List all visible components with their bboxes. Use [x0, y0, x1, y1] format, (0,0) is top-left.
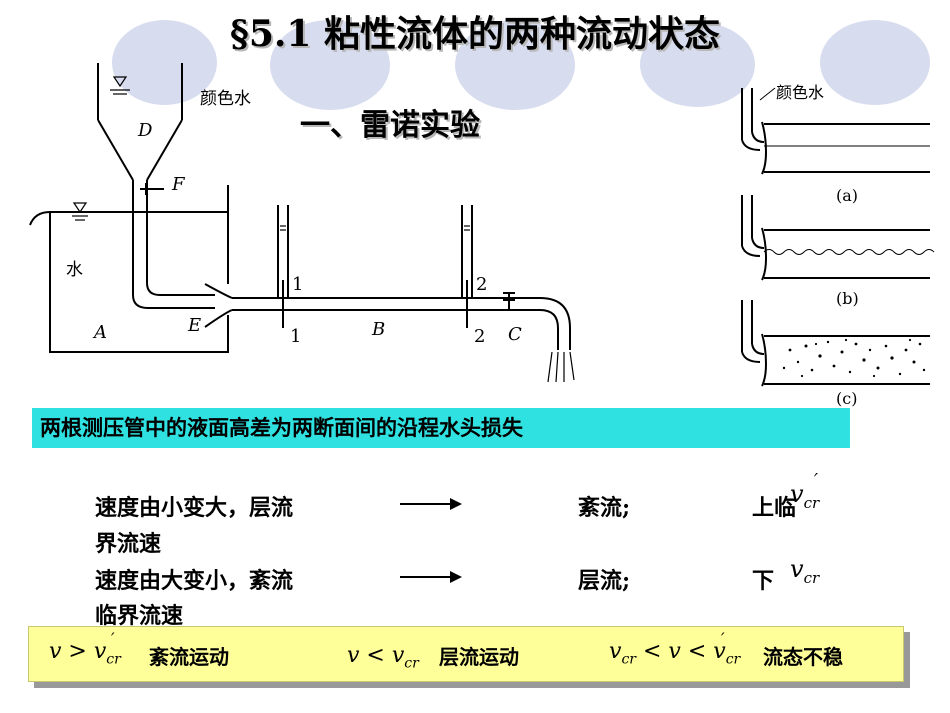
arrow-right-icon: [400, 571, 462, 583]
slide-title: §5.1 粘性流体的两种流动状态: [230, 13, 720, 55]
valve-c-label: C: [508, 324, 522, 345]
laminar-expr: v < v: [347, 643, 405, 668]
water-label: 水: [66, 260, 83, 280]
turbulent-condition: v > vcr ′: [49, 629, 121, 668]
turbulent-prime: ′: [111, 629, 115, 648]
tank-d-label: D: [137, 120, 153, 141]
transition-line-2-cont: 临界流速: [95, 603, 184, 629]
transition-prime: ′: [721, 629, 725, 648]
transition-line-1-cont: 界流速: [95, 531, 162, 557]
background-ellipse-5: [820, 20, 930, 105]
slide-subtitle: 一、雷诺实验: [300, 108, 480, 143]
pipe-b-label: B: [371, 319, 385, 340]
transition-expr-a: v: [609, 639, 622, 664]
laminar-cr: cr: [404, 655, 419, 672]
upper-critical-v: v: [790, 480, 804, 508]
transition-line-1-left: 速度由小变大，层流: [95, 495, 294, 521]
background-ellipse-4: [640, 22, 755, 107]
transition-line-2-left: 速度由大变小，紊流: [95, 568, 294, 594]
turbulent-label: 紊流运动: [149, 645, 229, 669]
lower-critical-cr: cr: [803, 568, 820, 587]
section-2-top-label: 2: [476, 274, 487, 295]
transition-label: 流态不稳: [763, 645, 843, 669]
background-ellipse-1: [112, 20, 217, 105]
laminar-label: 层流运动: [439, 645, 519, 669]
flow-condition-box: v > vcr ′ 紊流运动 v < vcr 层流运动 vcr < v < vc…: [28, 626, 904, 682]
figure-c-label: (c): [836, 389, 857, 408]
arrow-right-icon: [400, 498, 462, 510]
transition-cr-a: cr: [621, 651, 636, 668]
section-1-bottom-label: 1: [290, 326, 301, 347]
laminar-condition: v < vcr: [347, 643, 419, 671]
upper-critical-cr: cr: [803, 493, 820, 512]
section-1-top-label: 1: [292, 274, 303, 295]
upper-critical-velocity-symbol: vcr ′: [790, 470, 820, 512]
background-ellipse-3: [455, 20, 575, 110]
valve-f-label: F: [171, 174, 186, 195]
transition-line-1-middle: 紊流;: [578, 495, 631, 521]
background-ellipse-2: [270, 20, 390, 110]
colored-water-label: 颜色水: [200, 89, 251, 109]
turbulent-cr: cr: [106, 651, 121, 668]
upper-critical-prime: ′: [814, 470, 819, 491]
transition-line-1-right: 上临: [752, 495, 797, 521]
turbulent-expr: v > v: [49, 639, 107, 664]
transition-line-2-middle: 层流;: [578, 568, 631, 594]
transition-line-2-right: 下: [752, 568, 775, 594]
figure-a-label: (a): [836, 186, 858, 205]
inlet-e-label: E: [187, 315, 201, 336]
section-2-bottom-label: 2: [474, 326, 485, 347]
figure-b-label: (b): [836, 289, 859, 308]
head-loss-statement: 两根测压管中的液面高差为两断面间的沿程水头损失: [32, 408, 850, 448]
lower-critical-v: v: [790, 555, 804, 583]
transition-cr-b: cr: [725, 651, 741, 668]
transition-expr-b: < v < v: [635, 639, 726, 664]
lower-critical-velocity-symbol: vcr: [790, 555, 819, 587]
dye-label: 颜色水: [776, 83, 824, 102]
tank-a-label: A: [92, 322, 107, 343]
transition-condition: vcr < v < vcr ′: [609, 629, 741, 668]
